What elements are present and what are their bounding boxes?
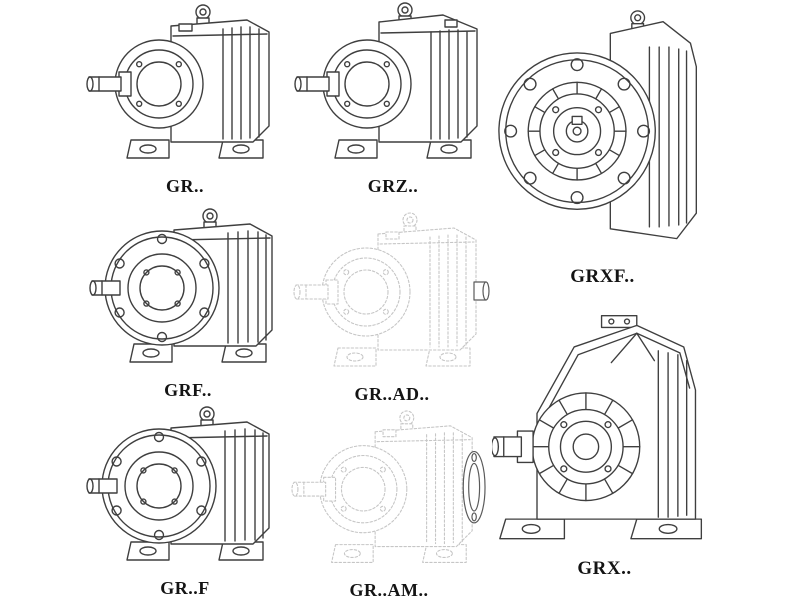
gearbox-flange-mounted-drawing [85, 404, 285, 576]
gearbox-large-foot-mounted-drawing [492, 300, 717, 556]
model-label-grx: GRX.. [577, 558, 632, 580]
figure-grx: GRX.. [492, 300, 717, 580]
gearbox-flange-mounted-drawing [88, 206, 288, 378]
figure-gr-am: GR..AM.. [290, 408, 488, 601]
figure-gr: GR.. [85, 2, 285, 197]
model-label-gr: GR.. [166, 176, 204, 196]
gearbox-foot-mounted-tall-drawing [293, 2, 493, 174]
figure-gr-f: GR..F [85, 404, 285, 599]
model-label-gr-am: GR..AM.. [349, 580, 429, 601]
gearbox-output-flange-front-drawing [495, 8, 710, 264]
figure-grxf: GRXF.. [495, 8, 710, 288]
model-label-grf: GRF.. [164, 380, 212, 400]
figure-gr-ad: GR..AD.. [292, 210, 492, 405]
model-label-gr-ad: GR..AD.. [354, 384, 430, 404]
model-label-grxf: GRXF.. [570, 266, 635, 288]
gearbox-ghost-with-output-flange-drawing [290, 408, 486, 578]
output-flange-solid-part [462, 450, 486, 524]
model-label-gr-f: GR..F [160, 578, 210, 598]
model-label-grz: GRZ.. [367, 176, 419, 196]
gearbox-ghost-with-input-adapter-drawing [292, 210, 490, 382]
figure-grz: GRZ.. [293, 2, 493, 197]
input-adapter-solid-part [473, 281, 490, 301]
figure-grf: GRF.. [88, 206, 288, 401]
gearbox-foot-mounted-drawing [85, 2, 285, 174]
